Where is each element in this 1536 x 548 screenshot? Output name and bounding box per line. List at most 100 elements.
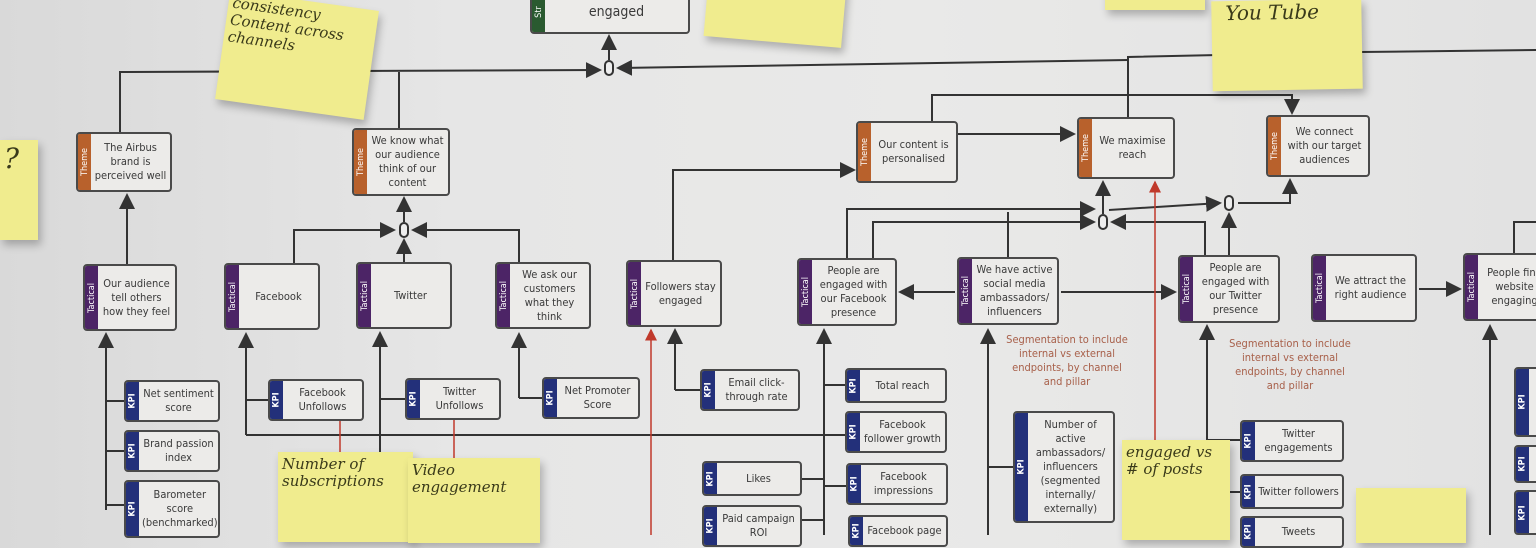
tab-label: Tactical — [227, 281, 238, 312]
tactical-box-facebook: Tactical Facebook — [224, 263, 320, 330]
tactical-tab: Tactical — [1180, 257, 1193, 321]
kpi-box-twitter-followers: KPI Twitter followers — [1240, 474, 1344, 509]
theme-box-we-connect-with-our-target-audiences: Theme We connect with our target audience… — [1266, 115, 1370, 177]
kpi-tab: KPI — [126, 382, 139, 420]
tactical-tab: Tactical — [799, 260, 812, 324]
sticky-note: engaged vs # of posts — [1122, 440, 1230, 540]
tab-label: KPI — [849, 476, 860, 492]
box-text: Twitter followers — [1258, 484, 1339, 498]
tactical-tab: Tactical — [628, 262, 641, 325]
tab-label: Tactical — [1314, 273, 1325, 303]
tab-label: KPI — [1517, 456, 1528, 472]
junction-node — [604, 60, 614, 76]
connector-line — [1108, 195, 1222, 212]
connector-line — [1110, 214, 1206, 255]
sticky-note: You Tube — [1211, 0, 1363, 92]
box-text: Facebook — [255, 289, 302, 303]
sticky-note: consistency Content across channels — [215, 0, 379, 120]
sticky-note: Video engagement — [408, 458, 540, 543]
kpi-tab: KPI — [270, 381, 283, 419]
tab-label: Tactical — [629, 278, 640, 309]
kpi-tab: KPI — [544, 379, 557, 417]
kpi-box-blank: KPI — [1514, 490, 1536, 535]
box-text: People are engaged with our Facebook pre… — [819, 264, 888, 319]
box-text: Facebook impressions — [873, 470, 934, 497]
tab-label: KPI — [1517, 394, 1528, 410]
theme-box-the-airbus-brand-is-perceived-well: Theme The Airbus brand is perceived well — [76, 132, 172, 192]
tab-label: KPI — [127, 443, 138, 459]
tab-label: KPI — [848, 424, 859, 440]
box-text: We maximise reach — [1099, 134, 1166, 161]
kpi-tab: KPI — [1242, 518, 1255, 546]
sticky-note: ? — [0, 140, 38, 240]
connector-line — [119, 62, 602, 132]
tab-label: Tactical — [86, 282, 97, 313]
tactical-tab: Tactical — [85, 266, 98, 329]
kpi-tab: KPI — [1516, 492, 1529, 533]
kpi-tab: KPI — [704, 507, 717, 545]
connector-line — [293, 222, 396, 263]
tab-label: KPI — [127, 393, 138, 409]
box-text: We have active social media ambassadors/… — [976, 263, 1053, 318]
tab-label: Tactical — [1466, 272, 1477, 302]
sticky-note — [1105, 0, 1205, 10]
kpi-tab: KPI — [1242, 422, 1255, 460]
kpi-tab: KPI — [848, 465, 861, 503]
kpi-tab: KPI — [1516, 369, 1529, 435]
tactical-box-people-are-engaged-with-our-facebook-pre: Tactical People are engaged with our Face… — [797, 258, 897, 326]
tab-label: Tactical — [359, 280, 370, 311]
kpi-box-facebook-impressions: KPI Facebook impressions — [846, 463, 948, 505]
theme-tab: Theme — [858, 123, 871, 181]
kpi-box-tweets: KPI Tweets — [1240, 516, 1344, 548]
tactical-tab: Tactical — [1465, 255, 1478, 319]
kpi-tab: KPI — [847, 370, 860, 401]
box-text: The Airbus brand is perceived well — [94, 141, 167, 182]
tactical-tab: Tactical — [497, 264, 510, 327]
kpi-tab: KPI — [704, 463, 717, 494]
box-text: Facebook follower growth — [864, 418, 941, 445]
connector-line — [931, 94, 1300, 121]
box-text: Twitter — [394, 288, 427, 302]
box-text: We connect with our target audiences — [1287, 125, 1362, 166]
segmentation-note: Segmentation to include internal vs exte… — [1006, 333, 1128, 388]
tab-label: KPI — [1016, 459, 1027, 475]
tactical-box-we-have-active-social-media-ambassadors-: Tactical We have active social media amba… — [957, 257, 1059, 325]
box-text: People find website engaging — [1487, 266, 1536, 307]
box-text: We attract the right audience — [1334, 274, 1407, 301]
tab-label: KPI — [127, 501, 138, 517]
tactical-box-twitter: Tactical Twitter — [356, 262, 452, 329]
tab-label: KPI — [851, 523, 862, 539]
tab-label: KPI — [705, 470, 716, 487]
box-text: Facebook Unfollows — [298, 386, 347, 413]
tab-label: Theme — [79, 148, 90, 176]
theme-tab: Theme — [1079, 119, 1092, 177]
connector-line — [1513, 221, 1536, 253]
kpi-box-blank: KPI — [1514, 445, 1536, 483]
tab-label: KPI — [1243, 433, 1254, 449]
tactical-tab: Tactical — [1313, 256, 1326, 320]
theme-tab: Theme — [1268, 117, 1281, 175]
strategy-tab: Str — [532, 0, 545, 32]
tactical-tab: Tactical — [959, 259, 972, 323]
tab-label: KPI — [1517, 504, 1528, 521]
tab-label: KPI — [1243, 483, 1254, 500]
kpi-box-facebook-follower-growth: KPI Facebook follower growth — [845, 411, 947, 453]
box-text: We ask our customers what they think — [522, 267, 577, 323]
box-text: Tweets — [1281, 525, 1316, 538]
kpi-tab: KPI — [126, 432, 139, 470]
connector-line — [411, 222, 520, 262]
tab-label: Tactical — [800, 277, 811, 307]
